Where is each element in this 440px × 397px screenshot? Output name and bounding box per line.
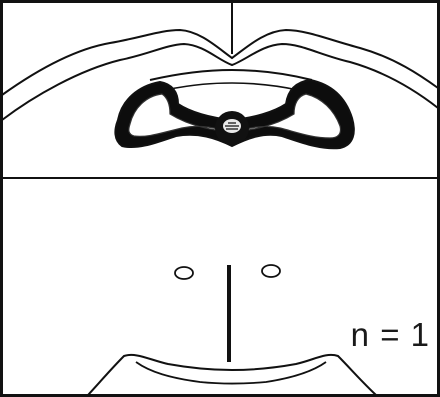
ventral-inner-contour (136, 362, 326, 384)
right-oval-structure (262, 265, 280, 277)
callosal-band-lower (165, 83, 298, 90)
left-oval-structure (175, 267, 193, 279)
sample-size-label: n = 1 (351, 316, 430, 354)
inner-cortex-contour (2, 44, 438, 120)
ventral-outer-contour (88, 355, 376, 395)
callosal-band-upper (150, 70, 312, 80)
outer-cortex-contour (2, 30, 438, 95)
